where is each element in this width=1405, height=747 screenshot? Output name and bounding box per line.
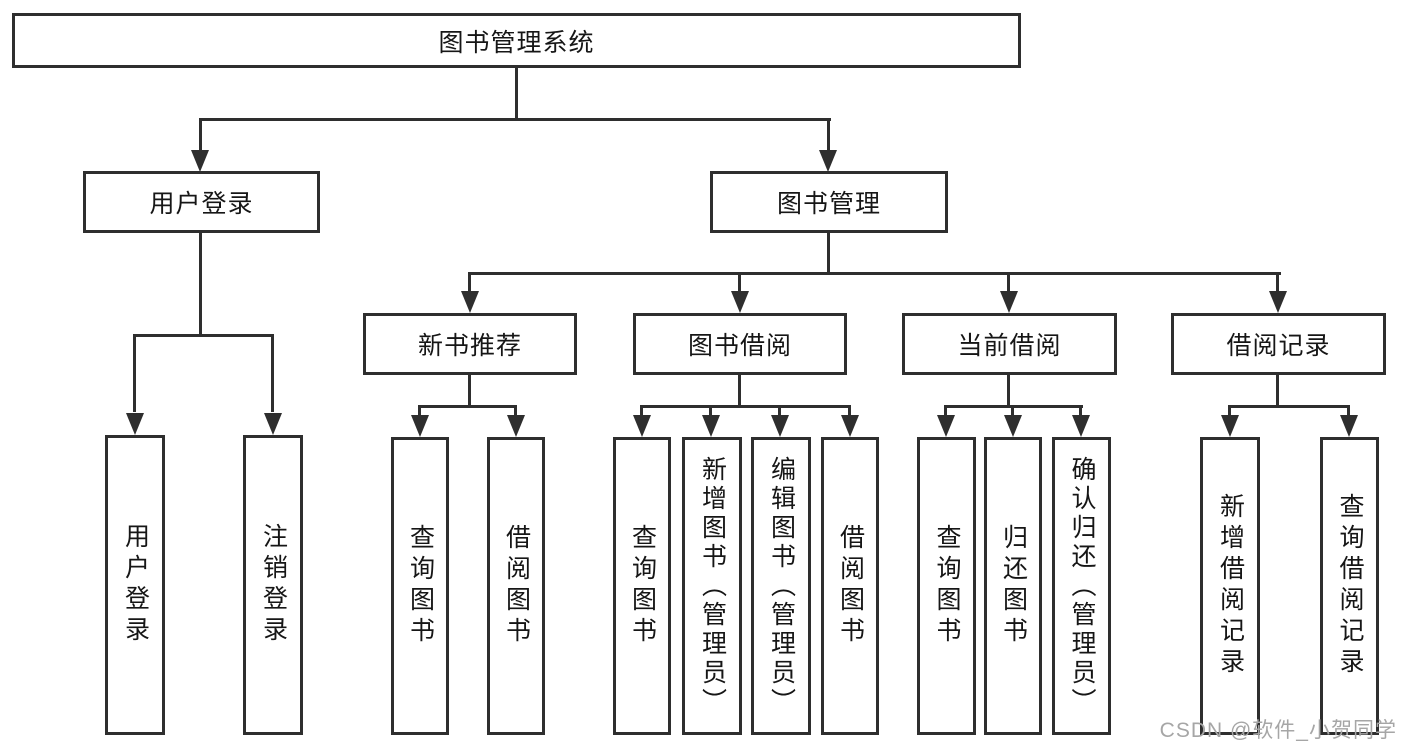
arrow-down-icon [1004,415,1022,437]
node-borrowing-records: 借阅记录 [1171,313,1386,375]
arrow-down-icon [702,415,720,437]
connector-line [1228,405,1231,417]
connector-line [271,334,274,412]
connector-line [1276,272,1279,292]
connector-line [1079,405,1082,417]
leaf-logout-login: 注销登录 [243,435,303,735]
node-book-borrowing: 图书借阅 [633,313,847,375]
leaf-borrow-books-recommend: 借阅图书 [487,437,545,735]
leaf-add-book-admin: 新增图书（管理员） [682,437,742,735]
leaf-query-books-current: 查询图书 [917,437,976,735]
arrow-down-icon [841,415,859,437]
arrow-down-icon [411,415,429,437]
arrow-down-icon [1340,415,1358,437]
connector-line [199,118,831,121]
connector-line [640,405,851,408]
connector-line [468,272,471,292]
connector-line [418,405,421,417]
connector-line [640,405,643,417]
connector-line [469,272,1281,275]
connector-line [133,334,274,337]
leaf-query-books-borrow: 查询图书 [613,437,671,735]
connector-line [944,405,947,417]
connector-line [514,405,517,417]
arrow-down-icon [507,415,525,437]
arrow-down-icon [633,415,651,437]
node-user-login: 用户登录 [83,171,320,233]
arrow-down-icon [264,413,282,435]
leaf-add-borrow-record: 新增借阅记录 [1200,437,1260,735]
arrow-down-icon [461,291,479,313]
connector-line [848,405,851,417]
connector-line [738,272,741,292]
leaf-query-books-recommend: 查询图书 [391,437,449,735]
connector-line [1228,405,1350,408]
connector-line [418,405,517,408]
node-library-management-system: 图书管理系统 [12,13,1021,68]
arrow-down-icon [1221,415,1239,437]
connector-line [1011,405,1014,417]
connector-line [778,405,781,417]
arrow-down-icon [731,291,749,313]
connector-line [827,233,830,272]
arrow-down-icon [126,413,144,435]
node-book-management: 图书管理 [710,171,948,233]
arrow-down-icon [1000,291,1018,313]
arrow-down-icon [1072,415,1090,437]
arrow-down-icon [771,415,789,437]
connector-line [199,233,202,334]
connector-line [133,334,136,412]
watermark: CSDN @软件_小贺同学 [1159,719,1397,742]
connector-line [515,68,518,118]
leaf-edit-book-admin: 编辑图书（管理员） [751,437,811,735]
connector-line [827,118,830,152]
leaf-query-borrow-record: 查询借阅记录 [1320,437,1379,735]
leaf-confirm-return-admin: 确认归还（管理员） [1052,437,1111,735]
connector-line [738,375,741,406]
node-new-book-recommendation: 新书推荐 [363,313,577,375]
leaf-return-books: 归还图书 [984,437,1042,735]
connector-line [468,375,471,406]
connector-line [1007,272,1010,292]
arrow-down-icon [937,415,955,437]
connector-line [709,405,712,417]
node-current-borrowing: 当前借阅 [902,313,1117,375]
connector-line [199,118,202,152]
arrow-down-icon [1269,291,1287,313]
leaf-borrow-books-borrow: 借阅图书 [821,437,879,735]
arrow-down-icon [819,150,837,172]
leaf-user-login: 用户登录 [105,435,165,735]
connector-line [1276,375,1279,406]
connector-line [1347,405,1350,417]
arrow-down-icon [191,150,209,172]
connector-line [1007,375,1010,406]
